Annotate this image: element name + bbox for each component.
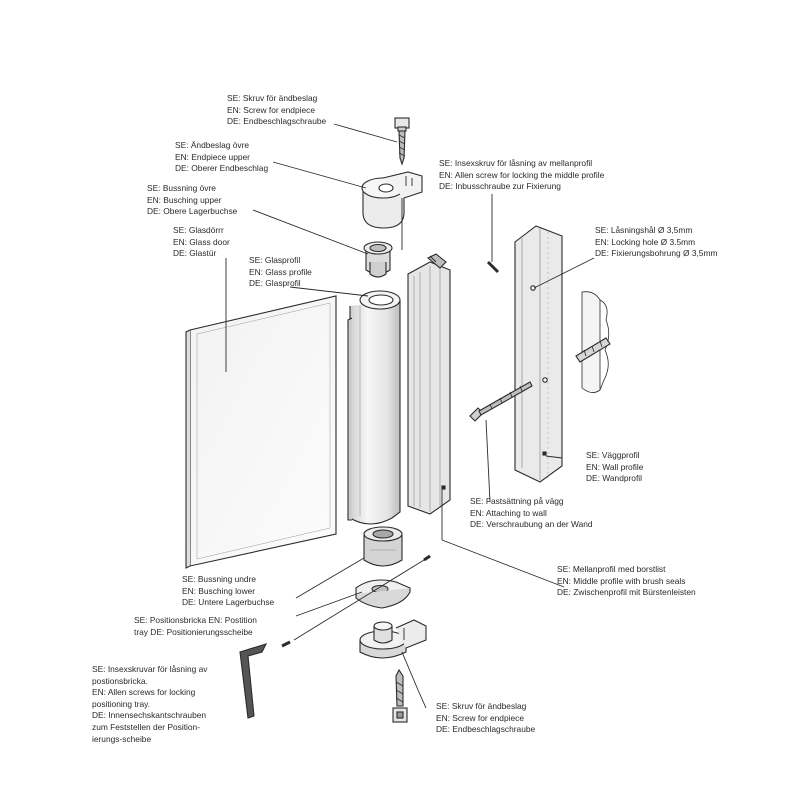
label-screw-top: SE: Skruv för ändbeslag EN: Screw for en… [227, 93, 326, 128]
label-line: ierungs-scheibe [92, 733, 152, 744]
label-line: SE: Låsningshål Ø 3,5mm [595, 225, 693, 235]
label-bushing-lower: SE: Bussning undre EN: Busching lower DE… [182, 574, 274, 609]
label-line: EN: Screw for endpiece [227, 104, 315, 115]
label-line: SE: Mellanprofil med borstlist [557, 564, 666, 574]
label-attaching-wall: SE: Fastsättning på vägg EN: Attaching t… [470, 496, 593, 531]
label-line: DE: Glastür [173, 248, 217, 259]
wall-profile [514, 225, 563, 483]
label-line: SE: Väggprofil [586, 450, 640, 460]
label-line: SE: Bussning undre [182, 574, 257, 584]
label-line: EN: Busching lower [182, 585, 256, 596]
label-line: DE: Glasprofil [249, 278, 301, 289]
hex-key [239, 643, 268, 719]
label-line: SE: Positionsbricka EN: Postition [134, 615, 257, 625]
label-line: EN: Wall profile [586, 461, 644, 472]
glass-profile [347, 290, 401, 525]
label-line: DE: Endbeschlagschraube [227, 116, 327, 127]
label-line: SE: Insexskruvar för låsning av [92, 664, 208, 674]
label-line: EN: Middle profile with brush seals [557, 575, 686, 586]
label-allen-screw-middle: SE: Insexskruv för låsning av mellanprof… [439, 158, 604, 193]
label-position-tray: SE: Positionsbricka EN: Postition tray D… [134, 615, 257, 638]
label-endpiece-upper: SE: Ändbeslag övre EN: Endpiece upper DE… [175, 140, 268, 175]
label-line: EN: Allen screw for locking the middle p… [439, 169, 605, 180]
tray-allen-screws [281, 554, 431, 648]
bushing-lower [363, 526, 403, 567]
label-glass-door: SE: Glasdörrr EN: Glass door DE: Glastür [173, 225, 230, 260]
label-line: DE: Verschraubung an der Wand [470, 519, 593, 530]
label-line: tray DE: Positionierungsscheibe [134, 626, 253, 637]
label-glass-profile: SE: Glasprofil EN: Glass profile DE: Gla… [249, 255, 312, 290]
label-line: DE: Innensechskantschrauben [92, 710, 207, 721]
label-line: SE: Bussning övre [147, 183, 216, 193]
label-line: postionsbricka. [92, 675, 148, 686]
endpiece-screw-top [394, 117, 410, 166]
label-wall-profile: SE: Väggprofil EN: Wall profile DE: Wand… [586, 450, 643, 485]
wall-section [581, 291, 610, 393]
label-line: DE: Zwischenprofil mit Bürstenleisten [557, 587, 696, 598]
label-line: EN: Locking hole Ø 3.5mm [595, 236, 696, 247]
label-screw-bottom: SE: Skruv för ändbeslag EN: Screw for en… [436, 701, 535, 736]
label-line: zum Feststellen der Position- [92, 721, 200, 732]
label-line: EN: Glass profile [249, 266, 312, 277]
label-line: EN: Attaching to wall [470, 507, 547, 518]
label-line: SE: Fastsättning på vägg [470, 496, 564, 506]
leader-lines [225, 123, 595, 709]
endpiece-screw-bottom [392, 668, 408, 723]
label-line: SE: Skruv för ändbeslag [436, 701, 527, 711]
label-line: DE: Inbusschraube zur Fixierung [439, 181, 561, 192]
label-bushing-upper: SE: Bussning övre EN: Busching upper DE:… [147, 183, 237, 218]
label-line: DE: Wandprofil [586, 473, 643, 484]
label-line: SE: Ändbeslag övre [175, 140, 250, 150]
glass-door [185, 295, 337, 569]
wall-screw [469, 381, 533, 422]
label-line: EN: Endpiece upper [175, 151, 250, 162]
label-line: DE: Fixierungsbohrung Ø 3,5mm [595, 248, 718, 259]
position-tray [355, 579, 411, 609]
label-line: positioning tray. [92, 698, 151, 709]
label-line: DE: Untere Lagerbuchse [182, 597, 275, 608]
label-line: EN: Screw for endpiece [436, 712, 524, 723]
label-line: DE: Obere Lagerbuchse [147, 206, 238, 217]
endpiece-upper [361, 171, 423, 229]
label-line: EN: Allen screws for locking [92, 687, 196, 698]
allen-screw-middle-profile [486, 260, 500, 274]
label-line: DE: Endbeschlagschraube [436, 724, 536, 735]
label-line: SE: Skruv för ändbeslag [227, 93, 318, 103]
middle-profile [407, 253, 451, 515]
bushing-upper [363, 241, 393, 278]
label-line: SE: Glasprofil [249, 255, 301, 265]
wall-plug [575, 337, 611, 363]
label-middle-profile: SE: Mellanprofil med borstlist EN: Middl… [557, 564, 696, 599]
label-locking-hole: SE: Låsningshål Ø 3,5mm EN: Locking hole… [595, 225, 717, 260]
label-line: EN: Busching upper [147, 194, 222, 205]
label-line: EN: Glass door [173, 236, 230, 247]
label-line: DE: Oberer Endbeschlag [175, 163, 269, 174]
endpiece-lower [359, 619, 427, 659]
label-allen-screws-tray: SE: Insexskruvar för låsning av postions… [92, 664, 207, 745]
label-line: SE: Insexskruv för låsning av mellanprof… [439, 158, 593, 168]
label-line: SE: Glasdörrr [173, 225, 224, 235]
